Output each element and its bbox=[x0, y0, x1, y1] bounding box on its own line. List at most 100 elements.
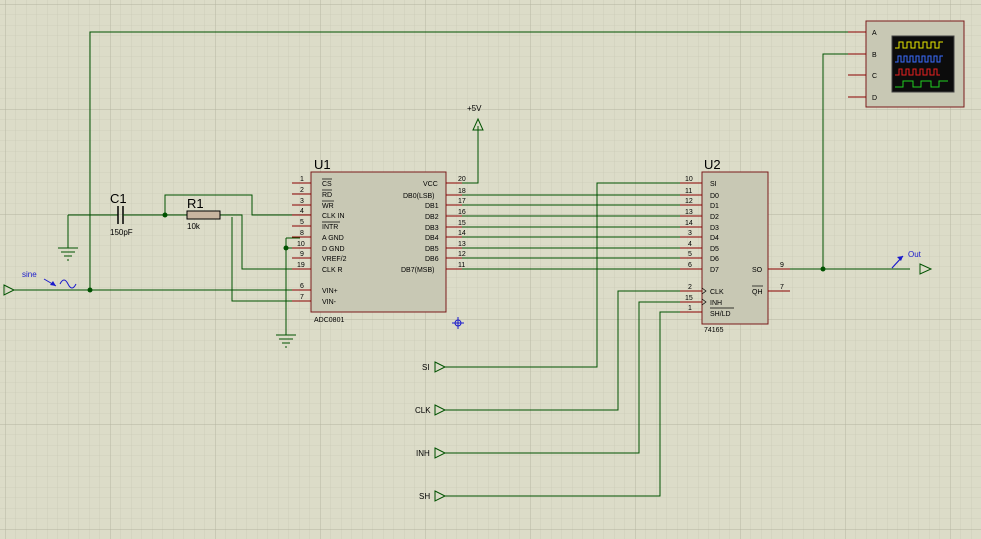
sine-source[interactable]: sine bbox=[3, 270, 77, 296]
u1-pin-name: RD bbox=[322, 192, 332, 199]
u2-left-pins bbox=[680, 182, 702, 313]
u2-pin-num: 9 bbox=[780, 262, 784, 269]
u2-pin-name: D2 bbox=[710, 214, 719, 221]
u1-ref: U1 bbox=[314, 157, 331, 172]
wire-clkr bbox=[220, 214, 300, 270]
u1-pin-num: 19 bbox=[297, 262, 305, 269]
u1-pin-name: WR bbox=[322, 203, 334, 210]
u2-pin-name: D1 bbox=[710, 203, 719, 210]
u2-clock-markers bbox=[701, 287, 707, 306]
chip-u2-74165[interactable]: U2 74165 10 SI 11 D0 12 bbox=[680, 157, 790, 334]
u2-pin-name: QH bbox=[752, 289, 763, 296]
u1-pin-name: A GND bbox=[322, 235, 344, 242]
u1-pin-num: 14 bbox=[458, 230, 466, 237]
input-label-si: SI bbox=[422, 363, 430, 372]
u2-pin-name: SO bbox=[752, 267, 763, 274]
u1-pin-name: CS bbox=[322, 181, 332, 188]
output-probe[interactable]: Out bbox=[891, 250, 933, 275]
u2-pin-num: 12 bbox=[685, 198, 693, 205]
u2-pin-name: SH/LD bbox=[710, 311, 731, 318]
input-label-inh: INH bbox=[416, 449, 430, 458]
u1-pin-num: 10 bbox=[297, 241, 305, 248]
u2-pin-name: D3 bbox=[710, 225, 719, 232]
u2-pin-name: D5 bbox=[710, 246, 719, 253]
u1-pin-num: 20 bbox=[458, 176, 466, 183]
u2-pin-name: D7 bbox=[710, 267, 719, 274]
power-label: +5V bbox=[467, 104, 482, 113]
scope-screen-icon bbox=[891, 35, 955, 93]
u2-pin-num: 6 bbox=[688, 262, 692, 269]
u2-pin-name: D0 bbox=[710, 193, 719, 200]
u2-part: 74165 bbox=[704, 327, 724, 334]
input-terminal-sh[interactable]: SH bbox=[419, 490, 447, 502]
u2-pin-name: INH bbox=[710, 300, 722, 307]
ground-symbol-c1 bbox=[58, 247, 78, 261]
wire-clkin bbox=[164, 194, 300, 216]
u1-pin-name: DB6 bbox=[425, 256, 439, 263]
u1-pin-name: DB1 bbox=[425, 203, 439, 210]
resistor-r1[interactable]: R1 10k bbox=[186, 196, 221, 231]
wire-sh bbox=[445, 311, 680, 497]
u1-pin-num: 15 bbox=[458, 220, 466, 227]
u2-pin-num: 1 bbox=[688, 305, 692, 312]
u1-pin-num: 1 bbox=[300, 176, 304, 183]
u2-pin-name: SI bbox=[710, 181, 717, 188]
wire-inh bbox=[445, 301, 680, 454]
u1-right-pins bbox=[446, 182, 462, 270]
u2-pin-name: D6 bbox=[710, 256, 719, 263]
oscilloscope[interactable]: A B C D bbox=[848, 20, 965, 108]
u1-pin-num: 6 bbox=[300, 283, 304, 290]
u1-pin-name: DB4 bbox=[425, 235, 439, 242]
scope-pins bbox=[848, 31, 866, 98]
u1-part: ADC0801 bbox=[314, 317, 344, 324]
capacitor-c1[interactable]: C1 150pF bbox=[110, 191, 133, 237]
u2-pin-num: 11 bbox=[685, 188, 692, 195]
u2-pin-num: 15 bbox=[685, 295, 693, 302]
u1-pin-name: DB7(MSB) bbox=[401, 267, 434, 274]
u1-pin-num: 18 bbox=[458, 188, 466, 195]
input-terminal-inh[interactable]: INH bbox=[416, 447, 447, 459]
input-label-sh: SH bbox=[419, 492, 430, 501]
u1-pin-name: D GND bbox=[322, 246, 345, 253]
u1-pin-name: INTR bbox=[322, 224, 338, 231]
u1-pin-name: DB2 bbox=[425, 214, 439, 221]
input-label-clk: CLK bbox=[415, 406, 431, 415]
u2-right-pins bbox=[768, 268, 790, 292]
u2-pin-num: 5 bbox=[688, 251, 692, 258]
u2-ref: U2 bbox=[704, 157, 721, 172]
probe-label: Out bbox=[908, 250, 922, 259]
u1-left-pins bbox=[292, 182, 311, 302]
u1-pin-name: CLK IN bbox=[322, 213, 345, 220]
junctions bbox=[87, 212, 826, 293]
u1-pin-num: 13 bbox=[458, 241, 466, 248]
scope-channel-label: B bbox=[872, 52, 877, 59]
wire-si bbox=[445, 182, 680, 368]
u1-pin-name: DB5 bbox=[425, 246, 439, 253]
u1-pin-num: 9 bbox=[300, 251, 304, 258]
scope-channel-label: C bbox=[872, 73, 877, 80]
u1-pin-num: 12 bbox=[458, 251, 466, 258]
u1-pin-name: DB0(LSB) bbox=[403, 193, 435, 200]
u2-pin-num: 13 bbox=[685, 209, 693, 216]
u2-pin-name: D4 bbox=[710, 235, 719, 242]
scope-channel-label: D bbox=[872, 95, 877, 102]
input-terminal-clk[interactable]: CLK bbox=[415, 404, 447, 416]
u1-pin-name: DB3 bbox=[425, 225, 439, 232]
u1-overlines bbox=[322, 178, 340, 223]
u2-pin-num: 2 bbox=[688, 284, 692, 291]
u1-pin-name: CLK R bbox=[322, 267, 343, 274]
u2-pin-num: 7 bbox=[780, 284, 784, 291]
u2-pin-name: CLK bbox=[710, 289, 724, 296]
wire-scope-a bbox=[89, 31, 865, 290]
power-terminal-5v[interactable]: +5V bbox=[467, 104, 484, 131]
u2-pin-num: 14 bbox=[685, 220, 693, 227]
u1-pin-name: VIN- bbox=[322, 299, 337, 306]
wire-gnd-agnd bbox=[285, 237, 300, 335]
wire-clk bbox=[445, 290, 680, 411]
u1-pin-num: 5 bbox=[300, 219, 304, 226]
input-terminal-si[interactable]: SI bbox=[422, 361, 447, 373]
u1-pin-name: VCC bbox=[423, 181, 438, 188]
ground-symbol-u1 bbox=[276, 334, 296, 348]
chip-u1-adc0801[interactable]: U1 ADC0801 1 CS 2 bbox=[292, 157, 466, 324]
